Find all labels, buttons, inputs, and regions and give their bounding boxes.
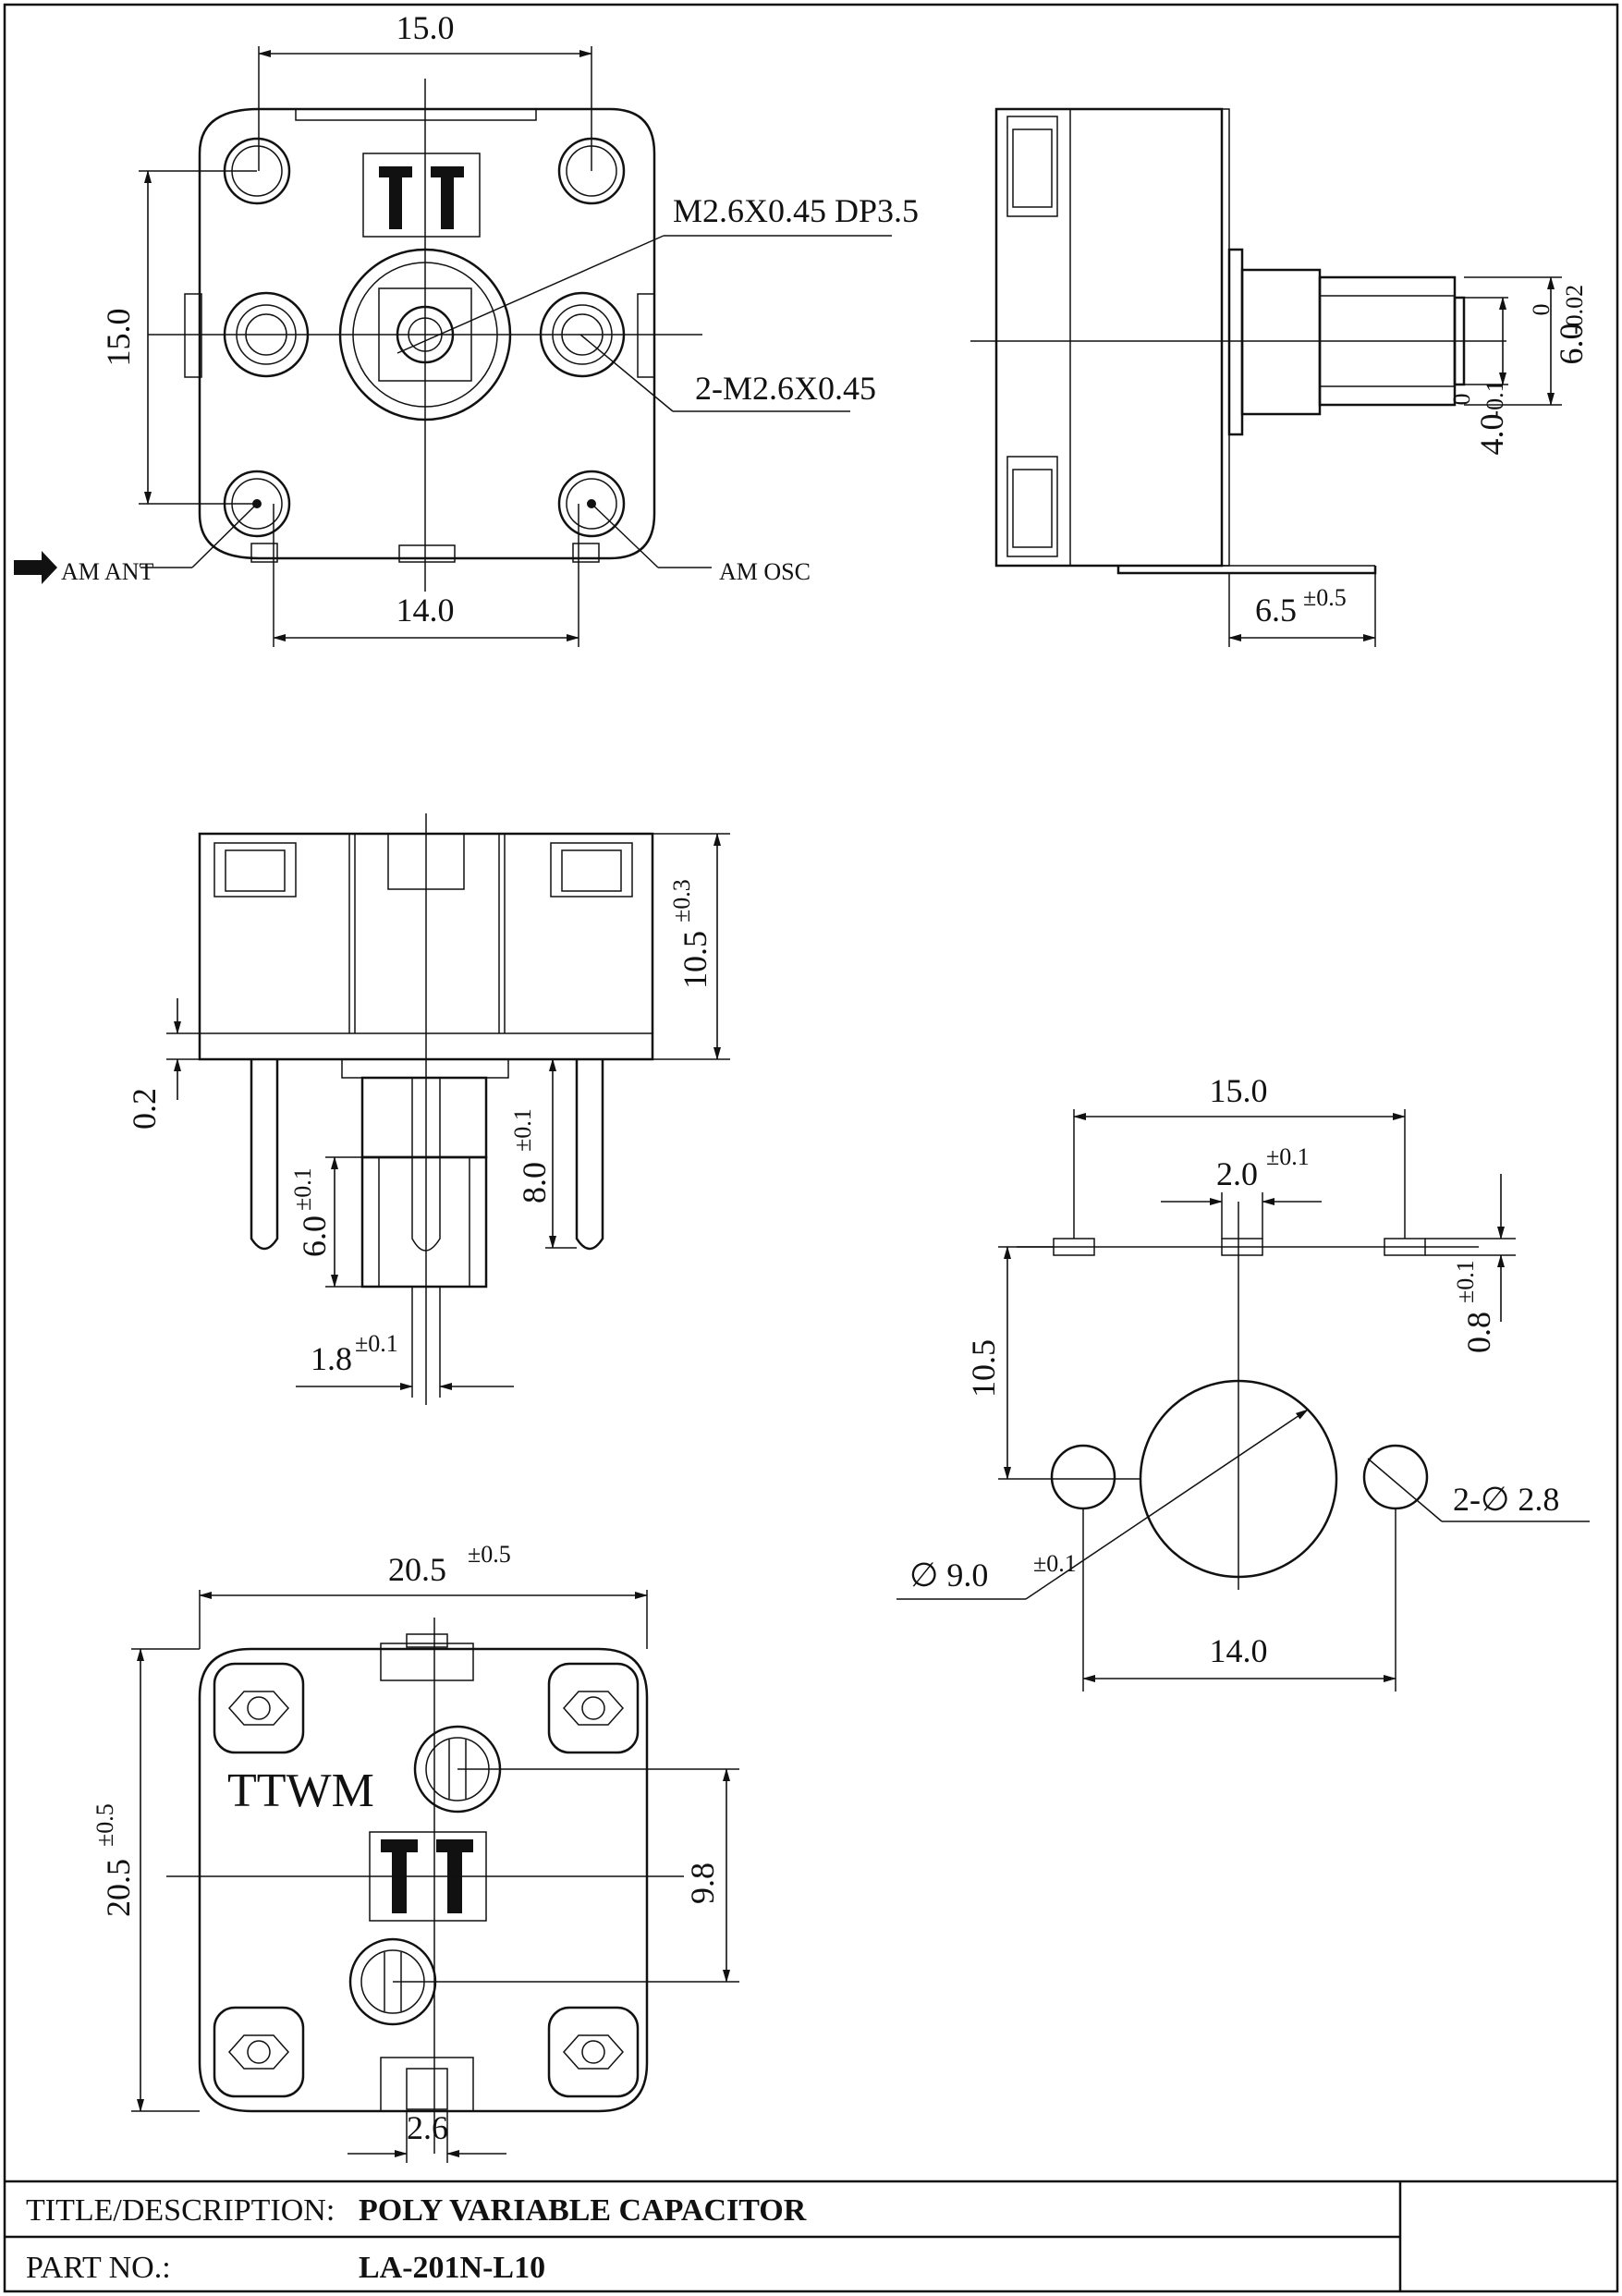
svg-text:±0.5: ±0.5 bbox=[1303, 584, 1347, 611]
svg-text:±0.1: ±0.1 bbox=[509, 1108, 536, 1152]
hex-nut-bottom-right-icon bbox=[547, 2006, 640, 2098]
svg-text:±0.1: ±0.1 bbox=[1266, 1143, 1310, 1170]
pcb-hole-right bbox=[1362, 1444, 1429, 1510]
pcb-hole-left bbox=[1050, 1444, 1116, 1510]
svg-text:±0.1: ±0.1 bbox=[289, 1167, 316, 1211]
dim-pcb-width-top: 15.0 bbox=[1210, 1072, 1268, 1109]
dim-pcb-pin-width: 2.0 bbox=[1216, 1155, 1258, 1192]
top-view-outline bbox=[198, 107, 656, 560]
label-am-osc: AM OSC bbox=[719, 558, 811, 585]
pcb-layout-view: 15.0 2.0 ±0.1 0.8 ±0.1 10.5 2-∅ 2.8 ∅ 9.… bbox=[896, 1072, 1590, 1691]
arrow-right-icon bbox=[14, 551, 57, 584]
dim-hub-tol: -0.1 bbox=[1482, 380, 1508, 418]
dim-pcb-height: 10.5 bbox=[965, 1339, 1002, 1398]
svg-text:0: 0 bbox=[1448, 394, 1475, 406]
part-value: LA-201N-L10 bbox=[359, 2251, 545, 2285]
part-label: PART NO.: bbox=[26, 2251, 171, 2285]
hex-nut-top-left-icon bbox=[213, 1662, 305, 1754]
dim-left-height: 15.0 bbox=[100, 309, 137, 367]
svg-text:±0.5: ±0.5 bbox=[468, 1541, 511, 1568]
side-hub bbox=[1240, 268, 1322, 416]
dim-shaft-tol: -0.02 bbox=[1561, 285, 1588, 335]
dim-side-pin-len: 6.5 bbox=[1255, 592, 1297, 629]
svg-text:0: 0 bbox=[1528, 304, 1555, 316]
svg-text:±0.1: ±0.1 bbox=[355, 1330, 398, 1357]
bottom-view: TTWM 20.5 ±0.5 20.5 ±0.5 bbox=[91, 1541, 739, 2163]
note-center-thread: M2.6X0.45 DP3.5 bbox=[673, 192, 919, 229]
front-shaft bbox=[360, 1155, 488, 1288]
brand-text: TTWM bbox=[227, 1765, 374, 1817]
title-value: POLY VARIABLE CAPACITOR bbox=[359, 2193, 807, 2228]
svg-text:±0.3: ±0.3 bbox=[668, 879, 695, 922]
note-side-thread: 2-M2.6X0.45 bbox=[695, 370, 876, 407]
side-view: 6.0 0 -0.02 4.0 0 -0.1 6.5 ±0.5 bbox=[970, 107, 1590, 647]
dim-shaft-dia: 6.0 bbox=[1553, 324, 1590, 365]
label-am-ant: AM ANT bbox=[61, 558, 154, 585]
front-pin-left bbox=[250, 1059, 279, 1251]
side-body bbox=[994, 107, 1224, 568]
tt-logo-icon bbox=[362, 153, 481, 238]
front-pin-right bbox=[575, 1059, 604, 1251]
dim-front-gap: 0.2 bbox=[126, 1088, 163, 1130]
dim-bottom-width: 14.0 bbox=[396, 592, 455, 629]
svg-text:±0.1: ±0.1 bbox=[1452, 1260, 1479, 1303]
front-view: 10.5 ±0.3 0.2 6.0 ±0.1 8.0 ±0.1 1.8 ±0.1 bbox=[126, 813, 730, 1405]
dim-pcb-width-bottom: 14.0 bbox=[1210, 1632, 1268, 1669]
dim-front-height: 10.5 bbox=[677, 931, 713, 989]
sheet-border bbox=[3, 3, 1619, 2293]
svg-text:±0.5: ±0.5 bbox=[91, 1803, 118, 1847]
dim-bottom-tab: 2.6 bbox=[407, 2109, 448, 2146]
svg-text:±0.1: ±0.1 bbox=[1033, 1550, 1077, 1577]
dim-front-shaft-len: 6.0 bbox=[296, 1215, 333, 1257]
dim-hub-dia: 4.0 bbox=[1473, 414, 1510, 456]
dim-pcb-hole-side: 2-∅ 2.8 bbox=[1453, 1481, 1559, 1518]
title-block: TITLE/DESCRIPTION: POLY VARIABLE CAPACIT… bbox=[5, 2180, 1617, 2291]
top-view: 15.0 15.0 14.0 M2.6X0.45 DP3.5 2-M2.6X0.… bbox=[14, 9, 919, 647]
dim-front-slot: 1.8 bbox=[311, 1340, 352, 1377]
dim-bottom-height: 20.5 bbox=[100, 1859, 137, 1917]
dim-front-pin-len: 8.0 bbox=[516, 1162, 553, 1203]
title-label: TITLE/DESCRIPTION: bbox=[26, 2193, 335, 2228]
bottom-view-outline bbox=[198, 1647, 649, 2113]
hex-nut-bottom-left-icon bbox=[213, 2006, 305, 2098]
dim-bottom-hole-pitch: 9.8 bbox=[684, 1862, 721, 1904]
dim-top-width: 15.0 bbox=[396, 9, 455, 46]
dim-bottom-width: 20.5 bbox=[388, 1551, 446, 1588]
hex-nut-top-right-icon bbox=[547, 1662, 640, 1754]
hole-bottom-right bbox=[557, 470, 626, 538]
dim-pcb-hole-center: ∅ 9.0 bbox=[909, 1557, 988, 1594]
dim-pcb-pin-thk: 0.8 bbox=[1460, 1312, 1497, 1353]
